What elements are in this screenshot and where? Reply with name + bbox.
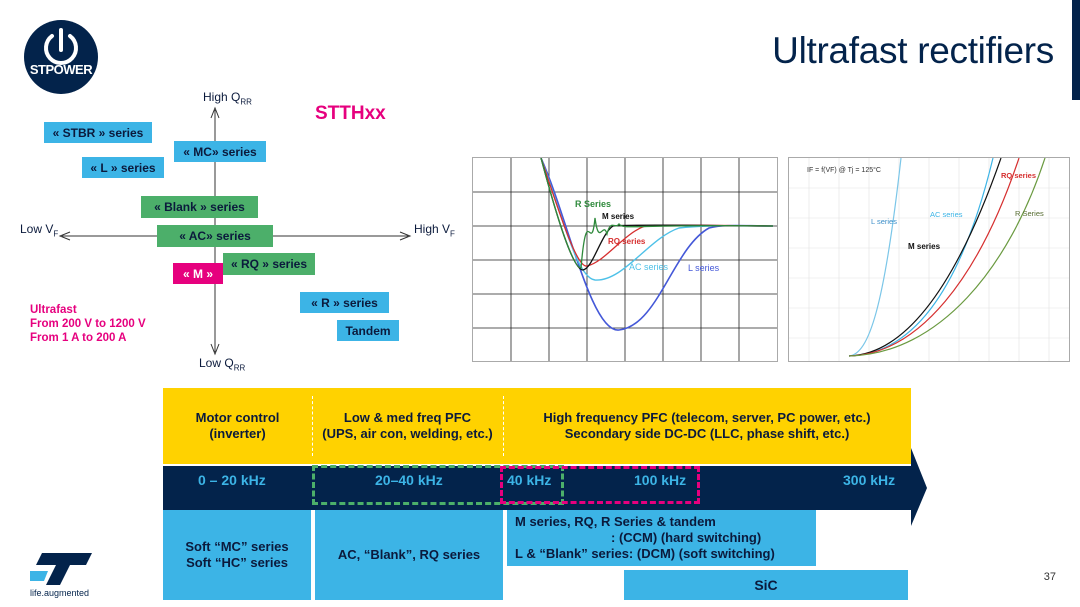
chip-stbr-series: « STBR » series (44, 122, 152, 143)
label-ac-series: AC series (629, 262, 669, 272)
st-logo-icon (30, 553, 92, 585)
curve-rq-series (540, 157, 774, 267)
app-divider-1 (312, 396, 314, 456)
power-icon (44, 28, 78, 65)
app-low-med-pfc: Low & med freq PFC(UPS, air con, welding… (322, 410, 493, 441)
label-rq-series: RQ series (608, 237, 646, 246)
product-sic: SiC (624, 570, 908, 600)
axis-label-low-vf: Low VF (20, 222, 59, 239)
vf-curve-l (848, 157, 902, 357)
highlight-pink-range (500, 466, 700, 504)
freq-20-40khz: 20–40 kHz (375, 472, 443, 488)
ultrafast-current: From 1 A to 200 A (30, 332, 127, 344)
app-divider-2 (503, 396, 505, 456)
axis-label-high-vf: High VF (414, 222, 455, 239)
freq-0-20khz: 0 – 20 kHz (198, 472, 266, 488)
chip-mc-series: « MC» series (174, 141, 266, 162)
forward-voltage-chart: IF = f(VF) @ Tj = 125°C L series AC seri… (788, 157, 1070, 362)
curve-r-series (540, 157, 774, 269)
highlight-green-range (312, 465, 564, 505)
chip-tandem: Tandem (337, 320, 399, 341)
ultrafast-voltage: From 200 V to 1200 V (30, 318, 146, 330)
header-accent-bar (1072, 0, 1080, 100)
recovery-chart-plot (473, 157, 777, 361)
label-l-series: L series (688, 263, 720, 273)
chip-l-series: « L » series (82, 157, 164, 178)
axis-label-high-qrr: High QRR (203, 90, 252, 107)
label-r-series: R Series (575, 199, 612, 209)
st-tagline: life.augmented (30, 588, 90, 598)
product-ac-blank-rq: AC, “Blank”, RQ series (315, 510, 503, 600)
vf-label-rq: RQ series (1001, 171, 1037, 180)
chip-ac-series: « AC» series (157, 225, 273, 247)
curve-l-series (540, 157, 774, 331)
chip-blank-series: « Blank » series (141, 196, 258, 218)
freq-100khz: 100 kHz (634, 472, 687, 488)
freq-300khz: 300 kHz (843, 472, 896, 488)
vf-chart-title: IF = f(VF) @ Tj = 125°C (807, 167, 881, 174)
freq-40khz: 40 kHz (507, 472, 552, 488)
vf-label-ac: AC series (930, 210, 963, 219)
app-high-freq-pfc: High frequency PFC (telecom, server, PC … (543, 410, 871, 441)
chip-r-series: « R » series (300, 292, 389, 313)
vf-label-r: R Series (1015, 209, 1044, 218)
application-band (163, 388, 911, 464)
stpower-logo (24, 20, 98, 94)
ultrafast-title: Ultrafast (30, 304, 77, 316)
vf-chart-plot (789, 157, 1069, 361)
chip-m-series: « M » (173, 263, 223, 284)
vf-curve-rq (848, 157, 1020, 357)
page-number: 37 (1043, 571, 1056, 583)
product-m-rq-r-tandem: M series, RQ, R Series & tandem : (CCM) … (507, 510, 816, 566)
chip-rq-series: « RQ » series (223, 253, 315, 275)
logo-text: STPOWER (29, 62, 93, 77)
page-title: Ultrafast rectifiers (772, 30, 1054, 71)
family-title: STTHxx (315, 103, 386, 124)
label-m-series: M series (602, 212, 635, 221)
axis-label-low-qrr: Low QRR (199, 356, 246, 373)
vf-curve-r (848, 157, 1046, 357)
app-motor-control: Motor control(inverter) (195, 410, 280, 441)
vf-label-l: L series (871, 217, 897, 226)
reverse-recovery-chart: R Series M series RQ series AC series L … (472, 157, 778, 362)
vf-curve-m (848, 157, 1002, 357)
vf-label-m: M series (908, 242, 941, 251)
